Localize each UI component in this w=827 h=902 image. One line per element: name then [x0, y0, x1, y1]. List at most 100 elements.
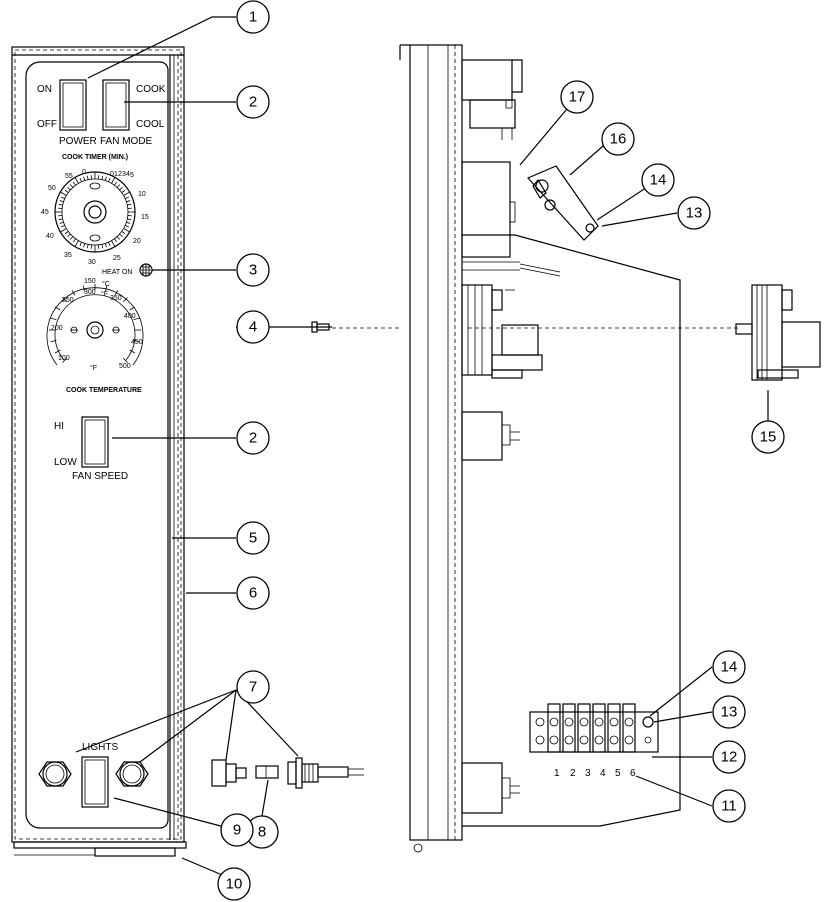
light-lens-left [38, 761, 72, 787]
timer-mark: 0 [110, 171, 114, 178]
terminal-screw [594, 735, 604, 745]
callout-2: 2 [236, 85, 270, 119]
cook-timer-dial: COOK TIMER (MIN.) 55 0 0 1 2 3 4 5 10 15… [41, 154, 149, 266]
callout-11: 11 [712, 789, 746, 823]
svg-text:8: 8 [258, 824, 266, 841]
light-lens-right [115, 761, 149, 787]
timer-tick [111, 177, 116, 184]
callout-5: 5 [236, 521, 270, 555]
svg-text:12: 12 [721, 749, 738, 766]
svg-text:5: 5 [249, 530, 257, 547]
callout-3: 3 [236, 253, 270, 287]
timer-tick [124, 225, 129, 228]
terminal-post [607, 703, 621, 753]
temp-unit-c: °C [102, 280, 110, 288]
terminal-screw [549, 735, 559, 745]
timer-mark: 4 [126, 171, 130, 178]
control-components [461, 284, 543, 379]
timer-tick [67, 233, 71, 238]
timer-tick [74, 177, 79, 184]
callout-2b: 2 [236, 421, 270, 455]
timer-tick [127, 218, 132, 221]
relay-bottom [461, 762, 520, 814]
timer-mark: 25 [113, 255, 121, 262]
relay-middle [461, 411, 520, 461]
temp-mark: 500 [119, 363, 131, 370]
temp-tick [133, 339, 140, 343]
callout-13b: 13 [677, 196, 711, 230]
light-bulb-parts [211, 757, 364, 789]
timer-tick [83, 176, 86, 181]
control-panel [11, 46, 187, 857]
timer-tick [114, 238, 118, 243]
terminal-post [592, 703, 606, 753]
cook-temperature-title: COOK TEMPERATURE [66, 387, 142, 394]
timer-tick [121, 189, 126, 193]
terminal-screw [579, 717, 589, 727]
heat-on-light: HEAT ON [102, 263, 153, 277]
temp-tick [123, 297, 128, 302]
temp-tick [114, 289, 119, 296]
terminal-post [622, 703, 636, 753]
timer-mark: 35 [64, 252, 72, 259]
svg-text:14: 14 [650, 172, 667, 189]
fan-mode-cook-label: COOK [136, 84, 166, 95]
callout-17: 17 [560, 80, 594, 114]
temp-tick [54, 306, 61, 311]
temp-tick [123, 358, 128, 363]
svg-text:9: 9 [233, 822, 241, 839]
callout-13: 13 [712, 695, 746, 729]
timer-tick [124, 196, 129, 199]
timer-tick [72, 238, 76, 243]
timer-tick [83, 243, 86, 248]
timer-tick [108, 178, 111, 183]
fan-speed-hi-label: HI [54, 421, 64, 432]
terminal-number: 6 [630, 768, 636, 779]
power-switch: ON OFF POWER [37, 79, 97, 147]
svg-text:15: 15 [760, 429, 777, 446]
temp-mark: 350 [110, 295, 122, 302]
timer-tick [86, 244, 89, 249]
temp-tick [82, 285, 86, 292]
timer-tick [64, 231, 69, 235]
timer-tick [123, 191, 130, 196]
svg-text:10: 10 [226, 876, 243, 893]
terminal-screw [624, 735, 634, 745]
timer-mark: 3 [122, 171, 126, 178]
timer-tick [119, 186, 123, 191]
timer-tick [111, 240, 116, 247]
terminal-number: 4 [600, 768, 606, 779]
temp-tick [62, 358, 67, 363]
callouts: 1 2 3 4 2 5 6 7 8 9 10 11 12 13 14 13 14… [217, 0, 785, 901]
svg-text:7: 7 [249, 679, 257, 696]
timer-tick [69, 184, 74, 188]
timer-tick [61, 225, 66, 228]
timer-tick [60, 191, 67, 196]
terminal-screw [624, 717, 634, 727]
power-switch-on-label: ON [37, 84, 52, 95]
timer-tick [126, 221, 131, 224]
timer-tick [116, 236, 121, 240]
temp-mark: 400 [124, 313, 136, 320]
temp-mark: 150 [84, 278, 96, 285]
timer-mark: 55 [65, 173, 73, 180]
timer-tick [101, 175, 104, 180]
temp-tick [104, 285, 108, 292]
terminal-number: 3 [585, 768, 591, 779]
callout-6: 6 [236, 576, 270, 610]
cook-timer-title: COOK TIMER (MIN.) [62, 154, 128, 161]
terminal-screw [594, 717, 604, 727]
bracket-part [735, 284, 821, 381]
timer-tick [58, 218, 63, 221]
temp-tick [54, 349, 61, 354]
callout-4: 4 [236, 310, 270, 344]
terminal-screw [564, 735, 574, 745]
svg-text:14: 14 [721, 659, 738, 676]
timer-tick [64, 189, 69, 193]
timer-mark: 10 [138, 191, 146, 198]
svg-text:13: 13 [686, 205, 703, 222]
hi-limit-thermostat [526, 165, 599, 241]
timer-tick [127, 203, 132, 206]
timer-tick [114, 181, 118, 186]
callout-7: 7 [236, 670, 270, 704]
